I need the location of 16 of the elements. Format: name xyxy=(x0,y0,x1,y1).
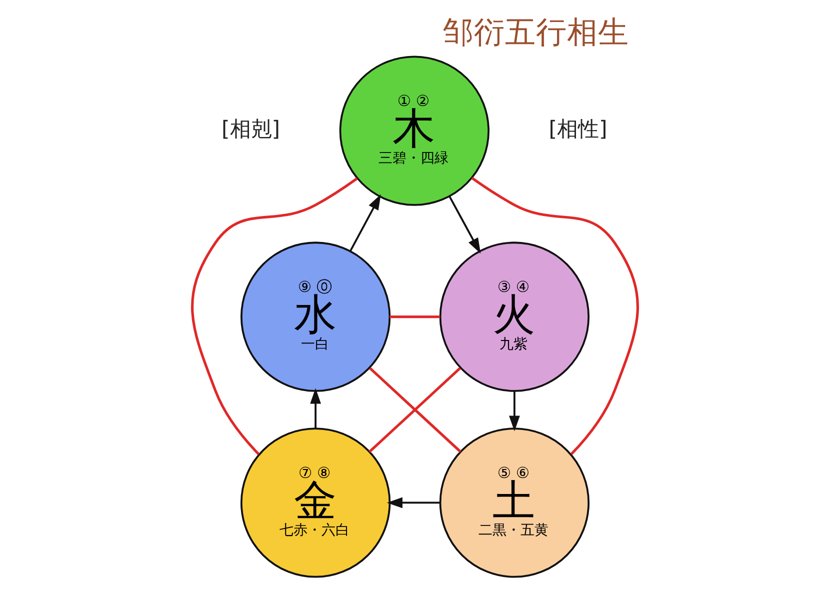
arrow xyxy=(508,391,520,432)
arrow xyxy=(348,194,380,252)
arrow xyxy=(448,196,480,254)
connector xyxy=(389,315,440,318)
node-circle: ⑨ ⓪ 水 一白 xyxy=(240,242,390,392)
label: [相性] xyxy=(548,116,607,141)
node-circle: ① ② 木 三碧・四緑 xyxy=(338,56,489,206)
node-circle: ⑦ ⑧ 金 七赤・六白 xyxy=(240,428,390,578)
arrow xyxy=(386,497,440,508)
node-circle: ③ ④ 火 九紫 xyxy=(438,242,590,392)
arrow xyxy=(310,388,320,428)
connector xyxy=(470,176,638,456)
label: [相剋] xyxy=(221,116,280,141)
connector xyxy=(190,177,358,456)
diagram-title: 邹衍五行相生 xyxy=(442,15,628,50)
node-circle: ⑤ ⑥ 土 二黒・五黄 xyxy=(438,428,590,578)
